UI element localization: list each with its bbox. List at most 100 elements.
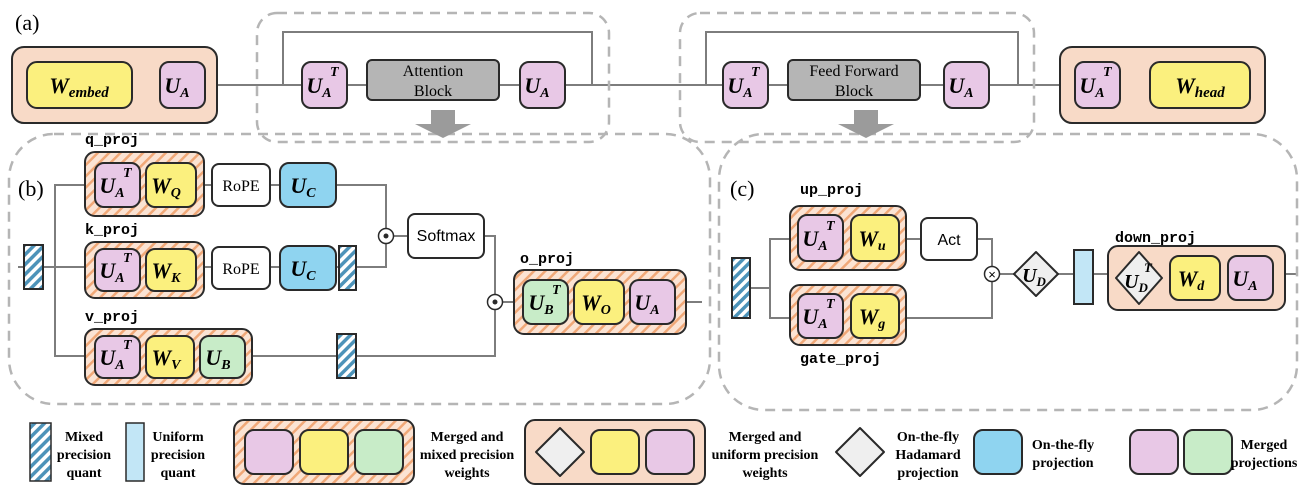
svg-text:UA: UA — [1079, 73, 1104, 101]
attention-block: Attention Block — [366, 59, 500, 101]
legend-mixed-quant: Mixed precision quant — [29, 422, 111, 482]
hadamard-product-operator — [377, 227, 395, 245]
mixed-precision-quant — [731, 257, 751, 319]
svg-text:quant: quant — [160, 466, 195, 481]
svg-text:Whead: Whead — [1175, 73, 1225, 101]
svg-text:UA: UA — [634, 290, 659, 318]
svg-text:WO: WO — [581, 290, 611, 318]
legend-onthefly-projection: On-the-fly projection — [973, 429, 1094, 475]
svg-text:Hadamard: Hadamard — [895, 448, 961, 463]
wo-block: WO — [573, 279, 625, 325]
svg-text:RoPE: RoPE — [222, 261, 259, 278]
w-head-block: Whead — [1149, 61, 1251, 109]
ua-transpose-block: UA T — [797, 214, 844, 262]
svg-text:T: T — [123, 166, 133, 181]
svg-text:T: T — [826, 297, 836, 312]
svg-text:Act: Act — [937, 232, 961, 249]
ua-transpose-block: UA T — [94, 162, 141, 208]
ua-block: UA — [1227, 255, 1274, 301]
svg-text:UA: UA — [99, 173, 124, 201]
ud-hadamard-block: UD — [1013, 251, 1059, 297]
svg-text:weights: weights — [742, 466, 788, 481]
panel-label-a: (a) — [15, 10, 39, 35]
ua-transpose-block: UA T — [301, 61, 348, 109]
svg-text:UA: UA — [948, 73, 973, 101]
rope-block: RoPE — [211, 163, 271, 207]
feed-forward-block: Feed Forward Block — [787, 59, 921, 101]
svg-text:On-the-fly: On-the-fly — [1032, 438, 1094, 453]
svg-text:Block: Block — [835, 83, 873, 100]
act-block: Act — [920, 217, 978, 261]
w-embed-block: Wembed — [26, 61, 133, 109]
rope-block: RoPE — [211, 246, 271, 290]
ub-block: UB — [199, 335, 246, 379]
svg-text:UD: UD — [1022, 265, 1046, 289]
svg-text:Wu: Wu — [858, 226, 886, 254]
legend-merged-uniform-weights: Merged and uniform precision weights — [524, 419, 819, 485]
uc-block: UC — [279, 162, 337, 208]
wu-block: Wu — [850, 214, 900, 262]
hadamard-product-operator — [486, 293, 504, 311]
q-proj-label: q_proj — [85, 132, 139, 149]
svg-text:T: T — [1144, 260, 1153, 275]
svg-text:Feed Forward: Feed Forward — [809, 63, 898, 80]
svg-text:WK: WK — [152, 258, 183, 286]
legend-merged-mixed-weights: Merged and mixed precision weights — [233, 419, 514, 485]
legend: Mixed precision quant Uniform precision … — [29, 419, 1298, 485]
svg-text:mixed precision: mixed precision — [420, 448, 514, 463]
legend-hadamard-projection: On-the-fly Hadamard projection — [835, 427, 961, 481]
svg-text:projection: projection — [1032, 456, 1093, 471]
svg-text:quant: quant — [66, 466, 101, 481]
ua-block: UA — [943, 61, 990, 109]
svg-text:UA: UA — [99, 345, 124, 373]
svg-text:UA: UA — [802, 226, 827, 254]
svg-text:T: T — [826, 219, 836, 234]
ua-transpose-block: UA T — [1074, 61, 1121, 109]
panel-label-c: (c) — [730, 176, 754, 201]
svg-text:UA: UA — [524, 73, 549, 101]
ud-transpose-hadamard-block: UD T — [1115, 251, 1163, 305]
svg-text:UA: UA — [802, 304, 827, 332]
up-proj-label: up_proj — [800, 182, 863, 199]
ua-block: UA — [629, 279, 676, 325]
svg-text:UB: UB — [528, 290, 553, 318]
svg-text:projections: projections — [1231, 456, 1298, 471]
svg-text:UC: UC — [290, 173, 316, 201]
svg-text:precision: precision — [57, 448, 111, 463]
svg-text:Uniform: Uniform — [152, 430, 204, 445]
k-proj-label: k_proj — [85, 222, 139, 239]
svg-text:Wg: Wg — [859, 304, 886, 332]
svg-text:On-the-fly: On-the-fly — [897, 430, 959, 445]
ub-transpose-block: UB T — [522, 279, 569, 325]
svg-text:T: T — [123, 251, 133, 266]
svg-text:projection: projection — [897, 466, 958, 481]
svg-text:T: T — [552, 283, 562, 298]
uniform-precision-quant — [1073, 249, 1094, 305]
down-proj-label: down_proj — [1115, 230, 1196, 247]
svg-text:WQ: WQ — [151, 173, 181, 201]
panel-label-b: (b) — [18, 176, 44, 201]
svg-text:Merged and: Merged and — [729, 430, 802, 445]
svg-text:Merged and: Merged and — [431, 430, 504, 445]
svg-text:weights: weights — [444, 466, 490, 481]
svg-text:T: T — [123, 338, 133, 353]
mixed-precision-quant — [338, 245, 357, 291]
svg-text:precision: precision — [151, 448, 205, 463]
mixed-precision-quant — [336, 333, 357, 379]
svg-text:Merged: Merged — [1241, 438, 1288, 453]
wg-block: Wg — [850, 293, 900, 339]
panel-b-outline — [7, 132, 712, 406]
svg-text:UA: UA — [1232, 266, 1257, 294]
svg-text:Attention: Attention — [403, 63, 463, 80]
svg-text:Block: Block — [414, 83, 452, 100]
o-proj-label: o_proj — [520, 251, 574, 268]
down-arrow-attention — [415, 110, 471, 138]
svg-text:UA: UA — [164, 73, 189, 101]
softmax-block: Softmax — [407, 213, 485, 259]
ua-block: UA — [159, 61, 206, 109]
ua-transpose-block: UA T — [94, 335, 141, 379]
legend-merged-projections: Merged projections — [1129, 429, 1298, 475]
attention-region-outline — [255, 11, 611, 144]
svg-text:×: × — [988, 267, 996, 282]
